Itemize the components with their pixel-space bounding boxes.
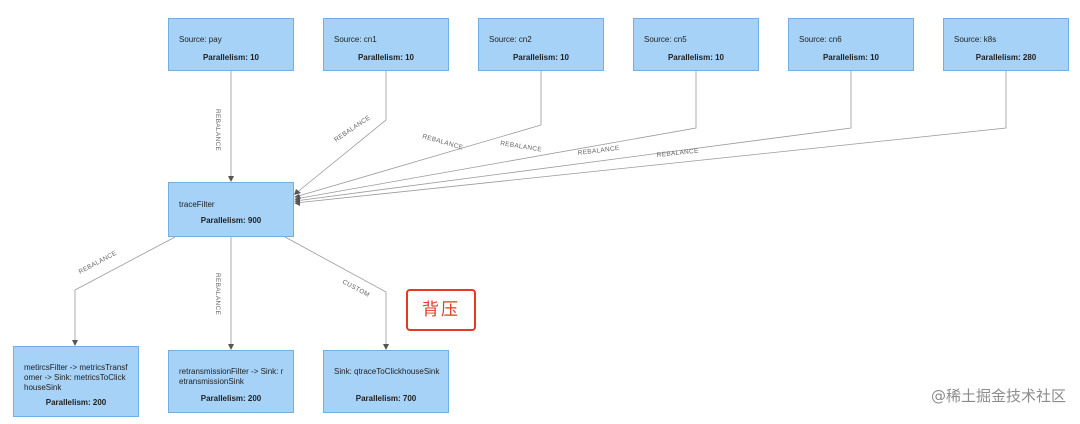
node-name: metircsFilter -> metricsTransfomer -> Si… xyxy=(24,363,128,392)
node-source-cn1[interactable]: Source: cn1 Parallelism: 10 xyxy=(323,18,449,71)
edge-cn1-to-tracefilter: REBALANCE xyxy=(294,71,387,195)
edge-label-cn6: REBALANCE xyxy=(577,145,620,157)
node-parallelism: Parallelism: 10 xyxy=(202,53,260,62)
node-name: Source: k8s xyxy=(954,35,997,44)
edge-tracefilter-to-metrics: REBALANCE xyxy=(72,236,176,346)
node-source-cn5[interactable]: Source: cn5 Parallelism: 10 xyxy=(633,18,759,71)
node-trace-filter[interactable]: traceFilter Parallelism: 900 xyxy=(168,182,294,237)
node-parallelism: Parallelism: 700 xyxy=(355,394,417,403)
node-name: retransmissionFilter -> Sink: retransmis… xyxy=(179,367,284,386)
node-source-cn2[interactable]: Source: cn2 Parallelism: 10 xyxy=(478,18,604,71)
node-name: Source: pay xyxy=(179,35,222,44)
node-name: Source: cn2 xyxy=(489,35,532,44)
node-parallelism: Parallelism: 10 xyxy=(667,53,725,62)
node-parallelism: Parallelism: 10 xyxy=(357,53,415,62)
edge-label-cn2: REBALANCE xyxy=(421,133,464,151)
edge-pay-to-tracefilter: REBALANCE xyxy=(214,71,234,182)
edge-cn5-to-tracefilter: REBALANCE xyxy=(294,71,697,202)
edge-label-cn1: REBALANCE xyxy=(333,114,372,144)
edge-k8s-to-tracefilter: REBALANCE xyxy=(294,71,1007,206)
node-parallelism: Parallelism: 280 xyxy=(975,53,1037,62)
node-name: Source: cn6 xyxy=(799,35,842,44)
edge-label-metrics: REBALANCE xyxy=(78,250,119,276)
node-parallelism: Parallelism: 10 xyxy=(512,53,570,62)
node-source-cn6[interactable]: Source: cn6 Parallelism: 10 xyxy=(788,18,914,71)
edge-label-cn5: REBALANCE xyxy=(500,140,543,154)
node-qtrace-sink[interactable]: Sink: qtraceToClickhouseSink Parallelism… xyxy=(323,350,449,413)
node-parallelism: Parallelism: 10 xyxy=(822,53,880,62)
node-name: traceFilter xyxy=(179,200,215,209)
node-metrics-sink[interactable]: metircsFilter -> metricsTransfomer -> Si… xyxy=(13,346,139,417)
edge-tracefilter-to-retransmission: REBALANCE xyxy=(214,237,234,350)
node-source-k8s[interactable]: Source: k8s Parallelism: 280 xyxy=(943,18,1069,71)
backpressure-callout: 背压 xyxy=(406,289,476,331)
watermark: @稀土掘金技术社区 xyxy=(930,387,1066,405)
node-name: Sink: qtraceToClickhouseSink xyxy=(334,367,440,376)
node-source-pay[interactable]: Source: pay Parallelism: 10 xyxy=(168,18,294,71)
node-name: Source: cn1 xyxy=(334,35,377,44)
edge-label-k8s: REBALANCE xyxy=(656,148,699,159)
node-name: Source: cn5 xyxy=(644,35,687,44)
node-retransmission-sink[interactable]: retransmissionFilter -> Sink: retransmis… xyxy=(168,350,294,413)
edge-tracefilter-to-qtrace: CUSTOM xyxy=(284,236,389,350)
edge-label-pay: REBALANCE xyxy=(214,109,221,151)
edge-cn2-to-tracefilter: REBALANCE xyxy=(294,71,542,199)
node-parallelism: Parallelism: 200 xyxy=(45,398,107,407)
edge-label-retransmission: REBALANCE xyxy=(214,273,221,315)
node-parallelism: Parallelism: 900 xyxy=(200,216,262,225)
node-parallelism: Parallelism: 200 xyxy=(200,394,262,403)
